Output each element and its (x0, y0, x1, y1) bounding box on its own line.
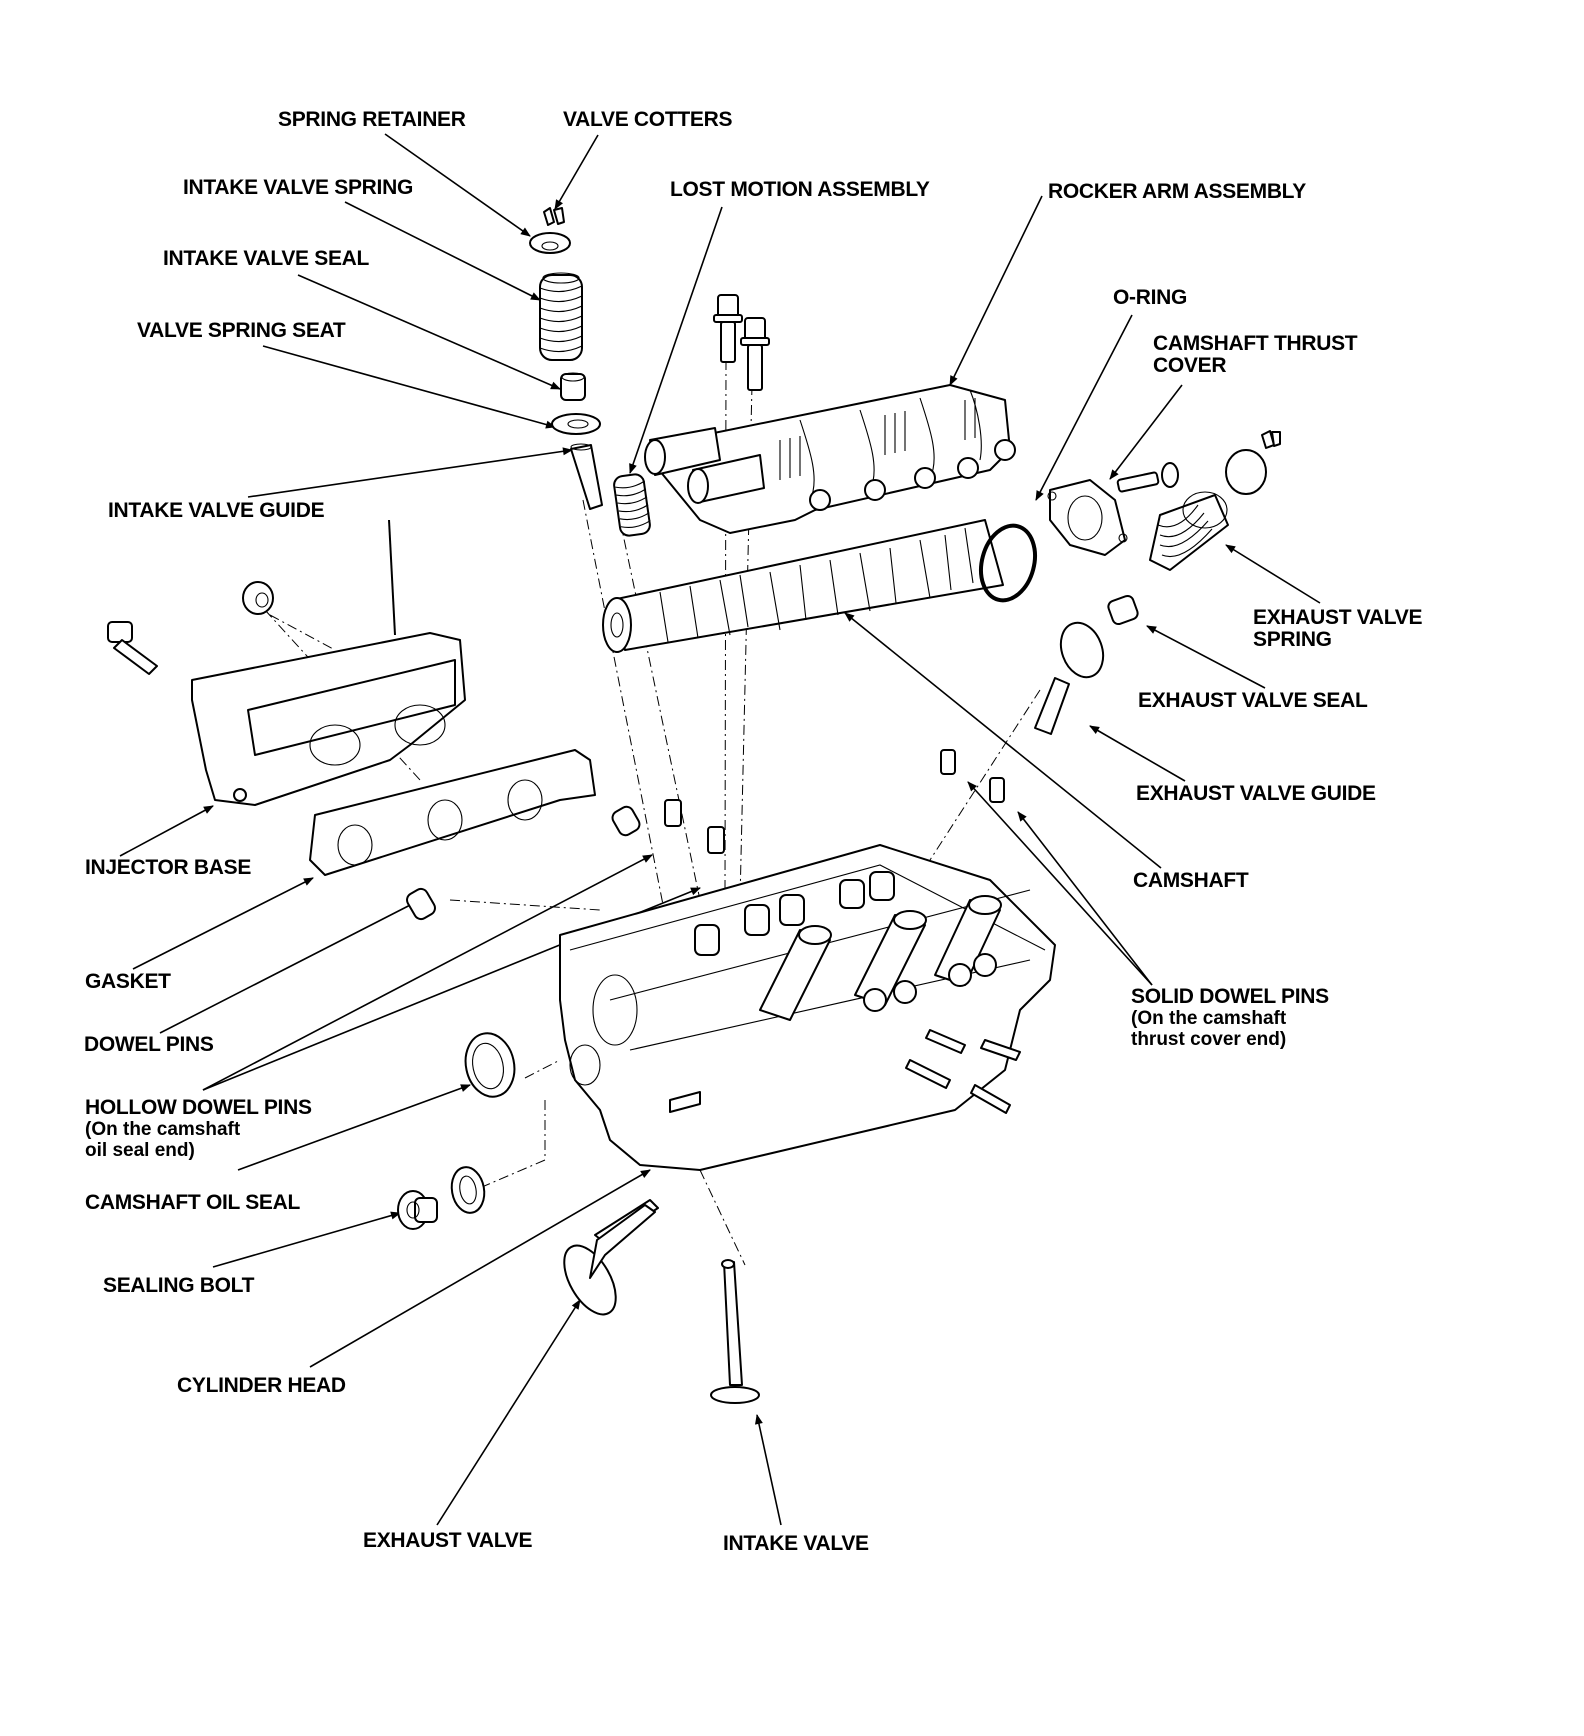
label-spring-retainer: SPRING RETAINER (278, 108, 466, 131)
leader-cylinder-head (309, 1169, 651, 1368)
label-exhaust-valve: EXHAUST VALVE (363, 1529, 532, 1552)
label-solid-dowel-pins-note-2: thrust cover end) (1131, 1029, 1286, 1050)
label-camshaft-oil-seal: CAMSHAFT OIL SEAL (85, 1191, 300, 1214)
exhaust-valve-spring-seat-part (1059, 621, 1105, 679)
cylinder-head-part (559, 844, 1056, 1171)
leader-injector-base (119, 805, 214, 857)
injector-base-part (191, 519, 466, 806)
leader-exhaust-valve (436, 1299, 581, 1526)
valve-spring-seat-part (551, 413, 601, 435)
exhaust-valve-seal-part (1107, 594, 1139, 626)
label-hollow-dowel-pins-note-2: oil seal end) (85, 1140, 195, 1161)
intake-valve-stack (529, 207, 603, 510)
label-dowel-pins: DOWEL PINS (84, 1033, 214, 1056)
label-exhaust-valve-seal: EXHAUST VALVE SEAL (1138, 689, 1368, 712)
exhaust-valve-guide-part (1034, 677, 1070, 735)
leader-exhaust-valve-guide (1089, 725, 1186, 782)
leader-camshaft (844, 612, 1162, 869)
leader-hollow-dowel-pin-1 (202, 854, 653, 1091)
label-injector-base: INJECTOR BASE (85, 856, 251, 879)
label-camshaft-thrust-cover-2: COVER (1153, 354, 1226, 377)
leader-intake-valve-spring (344, 201, 541, 301)
label-intake-valve: INTAKE VALVE (723, 1532, 869, 1555)
label-lost-motion-assembly: LOST MOTION ASSEMBLY (670, 178, 930, 201)
spring-retainer-part (529, 232, 571, 254)
label-intake-valve-spring: INTAKE VALVE SPRING (183, 176, 413, 199)
leader-dowel-pins (159, 899, 421, 1034)
sealing-bolt-washer-part (450, 1166, 486, 1214)
label-camshaft: CAMSHAFT (1133, 869, 1249, 892)
lost-motion-assembly-part (613, 473, 651, 537)
label-gasket: GASKET (85, 970, 171, 993)
leader-gasket (132, 877, 314, 970)
leader-intake-valve-guide (247, 447, 573, 498)
labels: SPRING RETAINER VALVE COTTERS INTAKE VAL… (84, 108, 1423, 1555)
leader-o-ring (1035, 314, 1133, 501)
intake-valve-spring-part (539, 272, 583, 361)
label-intake-valve-seal: INTAKE VALVE SEAL (163, 247, 370, 270)
label-o-ring: O-RING (1113, 286, 1187, 309)
leader-spring-retainer (384, 133, 531, 237)
camshaft-thrust-cover-part (1047, 479, 1128, 556)
label-exhaust-valve-spring-2: SPRING (1253, 628, 1332, 651)
leader-valve-spring-seat (262, 345, 556, 429)
exhaust-valve-cotters-part (1261, 430, 1281, 449)
intake-valve-part (710, 1259, 760, 1404)
rocker-arm-assembly-part (644, 384, 1016, 534)
exhaust-spring-retainer-part (1225, 449, 1267, 495)
leader-intake-valve (755, 1414, 782, 1526)
label-cylinder-head: CYLINDER HEAD (177, 1374, 346, 1397)
leader-lines (119, 133, 1321, 1526)
label-valve-spring-seat: VALVE SPRING SEAT (137, 319, 346, 342)
camshaft-oil-seal-part (464, 1032, 516, 1098)
leader-valve-cotters (554, 134, 599, 210)
label-intake-valve-guide: INTAKE VALVE GUIDE (108, 499, 325, 522)
solid-dowel-pins-part (940, 749, 1005, 803)
gasket-part (309, 749, 596, 876)
dowel-pins-part (406, 799, 725, 921)
leader-intake-valve-seal (297, 274, 561, 390)
label-solid-dowel-pins: SOLID DOWEL PINS (1131, 985, 1329, 1008)
exhaust-valve-spring-part (1149, 491, 1229, 571)
leader-exhaust-valve-seal (1146, 625, 1266, 689)
sealing-bolt-part (397, 1190, 438, 1230)
leader-exhaust-valve-spring (1225, 544, 1321, 604)
leader-lost-motion-assembly (629, 206, 723, 474)
exhaust-valve-stack (1034, 430, 1281, 735)
label-hollow-dowel-pins: HOLLOW DOWEL PINS (85, 1096, 312, 1119)
rocker-bolts (713, 294, 770, 391)
label-camshaft-thrust-cover-1: CAMSHAFT THRUST (1153, 332, 1358, 355)
label-sealing-bolt: SEALING BOLT (103, 1274, 255, 1297)
label-hollow-dowel-pins-note-1: (On the camshaft (85, 1119, 241, 1140)
leader-solid-dowel-pin-2 (1017, 811, 1153, 986)
label-exhaust-valve-spring-1: EXHAUST VALVE (1253, 606, 1422, 629)
leader-solid-dowel-pin-1 (967, 781, 1153, 986)
injector-base-nut-part (242, 581, 274, 615)
label-exhaust-valve-guide: EXHAUST VALVE GUIDE (1136, 782, 1376, 805)
leader-rocker-arm-assembly (949, 195, 1043, 386)
leader-camshaft-thrust-cover (1109, 384, 1183, 480)
intake-valve-seal-part (560, 372, 586, 401)
thrust-cover-bolt-part (1116, 462, 1179, 493)
leader-camshaft-oil-seal (237, 1084, 471, 1171)
label-solid-dowel-pins-note-1: (On the camshaft (1131, 1008, 1287, 1029)
leader-sealing-bolt (212, 1211, 401, 1268)
exhaust-valve-part (563, 1199, 659, 1316)
label-valve-cotters: VALVE COTTERS (563, 108, 732, 131)
injector-base-bolt-part (107, 621, 158, 675)
intake-valve-guide-part (570, 443, 603, 510)
valve-cotters-part (543, 207, 565, 226)
label-rocker-arm-assembly: ROCKER ARM ASSEMBLY (1048, 180, 1306, 203)
camshaft-part (602, 519, 1037, 653)
